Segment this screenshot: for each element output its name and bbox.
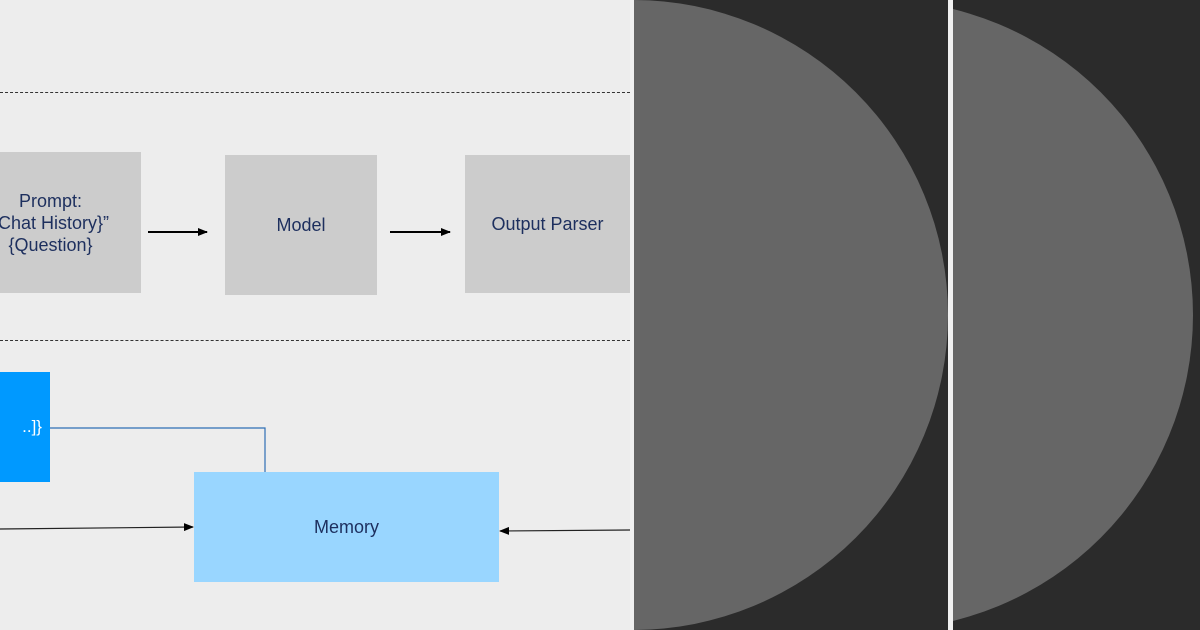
arrow-left-to-memory bbox=[0, 523, 194, 532]
memory-label: Memory bbox=[313, 517, 379, 537]
panel-divider bbox=[948, 0, 953, 630]
output-parser-label: Output Parser bbox=[491, 214, 604, 234]
dark-panel-left bbox=[634, 0, 948, 630]
dark-panel-right bbox=[953, 0, 1200, 630]
prompt-line: {Question} bbox=[8, 234, 93, 255]
output-parser-box: Output Parser bbox=[465, 155, 630, 293]
prompt-text: Prompt: {Chat History}” {Question} bbox=[0, 190, 109, 256]
prompt-box: Prompt: {Chat History}” {Question} bbox=[0, 152, 141, 293]
prompt-line: {Chat History}” bbox=[0, 212, 110, 233]
dashed-separator-top bbox=[0, 92, 630, 93]
input-box: ..]} bbox=[0, 372, 50, 482]
memory-box: Memory bbox=[194, 472, 499, 582]
half-circle-shape bbox=[634, 0, 948, 630]
model-box: Model bbox=[225, 155, 377, 295]
half-circle-shape bbox=[953, 0, 1193, 630]
connector-input-to-memory bbox=[50, 427, 266, 472]
dashed-separator-bottom bbox=[0, 340, 630, 341]
chain-diagram: Prompt: {Chat History}” {Question} Model… bbox=[0, 0, 630, 630]
connector-layer bbox=[0, 228, 630, 535]
input-label: ..]} bbox=[22, 417, 42, 436]
arrow-right-to-memory bbox=[499, 526, 630, 535]
prompt-line: Prompt: bbox=[18, 190, 82, 211]
panel-divider bbox=[630, 0, 634, 630]
model-label: Model bbox=[276, 215, 326, 235]
